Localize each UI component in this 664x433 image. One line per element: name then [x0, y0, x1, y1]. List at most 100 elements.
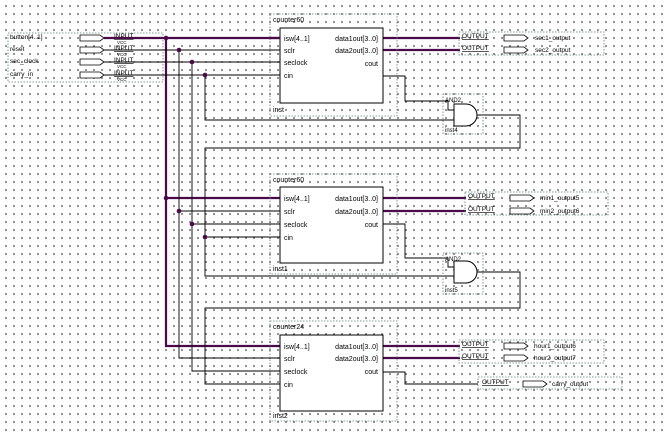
wire-carry-to-and2: [204, 237, 454, 277]
output-name: carry_output: [552, 381, 588, 388]
block-type: counter24: [273, 324, 304, 331]
wire-carry-to-and1: [204, 75, 454, 121]
port-isw: isw[4..1]: [284, 344, 310, 351]
junction-dot: [189, 59, 195, 65]
block-frame: [269, 320, 398, 422]
output-name: hour2_output7: [534, 355, 576, 362]
wire-cout-to-and1: [383, 75, 454, 111]
output-name: min1_output5: [540, 195, 580, 202]
port-data1out: data1out[3..0]: [335, 344, 378, 351]
and-gate-inst5[interactable]: AND2 inst5: [442, 252, 484, 295]
input-tag: INPUT: [114, 45, 134, 52]
input-pin-shape: [79, 71, 105, 79]
output-tag: OUTPUT: [462, 353, 489, 360]
wires: [104, 36, 521, 385]
junction-dot: [189, 221, 195, 227]
output-pin-shape: [503, 34, 529, 42]
block-instance: inst2: [273, 413, 288, 420]
output-tag: OUTPUT: [468, 206, 495, 213]
output-frame: [477, 376, 623, 390]
port-data2out: data2out[3..0]: [335, 356, 378, 363]
junctions: [163, 35, 208, 240]
gate-frame: [442, 252, 484, 295]
input-tag: INPUT: [114, 70, 134, 77]
output-pin-shape: [503, 342, 529, 350]
output-pin-shape: [509, 207, 535, 215]
output-pin-hour2[interactable]: OUTPUT hour2_output7: [462, 353, 576, 362]
wire-cout2-to-and2: [383, 223, 454, 268]
output-pins: OUTPUT sec1_output OUTPUT sec2_output OU…: [458, 31, 623, 390]
output-name: sec1_output: [535, 35, 571, 42]
output-frame: [458, 31, 605, 56]
output-name: hour1_output6: [534, 343, 576, 350]
output-tag: OUTPUT: [468, 193, 495, 200]
junction-dot: [163, 35, 169, 41]
gate-type: AND2: [445, 98, 462, 104]
junction-dot: [202, 234, 208, 240]
port-sclr: sclr: [284, 356, 296, 363]
output-pin-shape: [509, 194, 535, 202]
output-pin-carry[interactable]: OUTPUT carry_output: [482, 379, 588, 388]
output-tag: OUTPUT: [462, 45, 489, 52]
output-pin-min2[interactable]: OUTPUT min2_output6: [468, 206, 580, 215]
port-data1out: data1out[3..0]: [335, 36, 378, 43]
port-data2out: data2out[3..0]: [335, 48, 378, 55]
block-counter60-inst[interactable]: counter60 inst isw[4..1] sclr seclock ci…: [269, 13, 398, 117]
bus-sec-outputs: [383, 36, 460, 52]
input-pin-shape: [79, 34, 105, 42]
output-pin-shape: [503, 46, 529, 54]
wire-reset-branches: [178, 50, 280, 359]
input-pin-reset[interactable]: reset INPUT VCC: [10, 45, 134, 57]
port-cout: cout: [365, 61, 378, 68]
block-counter24-inst2[interactable]: counter24 inst2 isw[4..1] sclr seclock c…: [269, 320, 398, 422]
output-pin-hour1[interactable]: OUTPUT hour1_output6: [462, 341, 576, 350]
vcc-label: VCC: [117, 40, 127, 45]
wire-sec-clock-branches: [191, 62, 280, 372]
vcc-label: VCC: [117, 64, 127, 69]
block-body: [279, 27, 384, 104]
input-pin-button[interactable]: button[4..1] INPUT VCC: [10, 33, 134, 45]
block-frame: [269, 13, 398, 117]
port-sclr: sclr: [284, 48, 296, 55]
input-name: carry_in: [10, 71, 34, 78]
input-name: sec_clock: [10, 58, 39, 65]
output-name: min2_output6: [540, 208, 580, 215]
port-seclock: seclock: [284, 222, 308, 229]
port-cin: cin: [284, 235, 293, 242]
output-pin-sec1[interactable]: OUTPUT sec1_output: [462, 33, 571, 42]
block-body: [279, 334, 384, 412]
port-seclock: seclock: [284, 369, 308, 376]
input-name: reset: [10, 46, 25, 53]
and-gate-symbol: [453, 260, 478, 284]
block-counter60-inst1[interactable]: counter60 inst1 isw[4..1] sclr seclock c…: [269, 173, 398, 275]
port-seclock: seclock: [284, 60, 308, 67]
port-isw: isw[4..1]: [284, 36, 310, 43]
vcc-label: VCC: [117, 77, 127, 82]
block-instance: inst1: [273, 266, 288, 273]
port-cout: cout: [365, 369, 378, 376]
port-cout: cout: [365, 222, 378, 229]
output-pin-sec2[interactable]: OUTPUT sec2_output: [462, 45, 571, 54]
block-type: counter60: [273, 177, 304, 184]
bus-button-vertical: [164, 38, 280, 348]
output-tag: OUTPUT: [462, 33, 489, 40]
block-body: [279, 186, 384, 264]
input-name: button[4..1]: [10, 34, 43, 41]
gate-instance: inst5: [445, 288, 458, 294]
junction-dot: [163, 195, 169, 201]
block-type: counter60: [273, 17, 304, 24]
input-pin-sec-clock[interactable]: sec_clock INPUT VCC: [10, 57, 134, 69]
input-pin-carry-in[interactable]: carry_in INPUT VCC: [10, 70, 134, 82]
port-sclr: sclr: [284, 209, 296, 216]
port-data2out: data2out[3..0]: [335, 209, 378, 216]
output-frame: [464, 191, 609, 216]
and-gate-inst4[interactable]: AND2 inst4: [442, 93, 484, 135]
port-data1out: data1out[3..0]: [335, 196, 378, 203]
output-pin-shape: [503, 354, 529, 362]
junction-dot: [176, 208, 182, 214]
junction-dot: [202, 72, 208, 78]
output-pin-min1[interactable]: OUTPUT min1_output5: [468, 193, 580, 202]
input-pins: button[4..1] INPUT VCC reset INPUT VCC s…: [7, 32, 164, 83]
